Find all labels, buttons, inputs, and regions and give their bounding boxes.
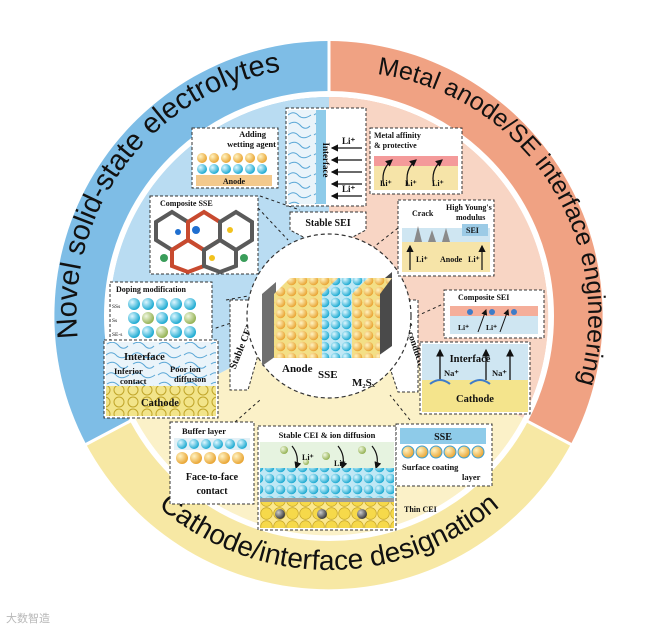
panel-buffer-layer: Buffer layer Face-to-face contact	[169, 421, 255, 505]
metal-affinity-title-1: Metal affinity	[374, 131, 421, 140]
panel-doping: Doping modification SSs Ss SE-s	[109, 281, 213, 351]
coating-spheres	[401, 445, 485, 459]
panel-na-interface: Interface Na⁺ Na⁺ Cathode	[419, 341, 531, 415]
wetting-anode-label: Anode	[223, 177, 246, 186]
coating-surface-label: Surface coating	[402, 462, 459, 472]
doping-spheres	[128, 298, 196, 338]
poor-ion-inferior-1: Inferior	[114, 366, 143, 376]
poor-ion-cathode-label: Cathode	[141, 398, 179, 409]
composite-sse-title: Composite SSE	[160, 199, 213, 208]
panel-composite-sse: Composite SSE	[149, 195, 259, 275]
modulus-li-2: Li⁺	[468, 255, 480, 264]
stable-cei-li-1: Li⁺	[302, 453, 314, 462]
interface-strip-li-1: Li⁺	[342, 136, 356, 146]
modulus-sei-label: SEI	[466, 226, 479, 235]
composite-sei-li-2: Li⁺	[486, 323, 497, 332]
poor-ion-inferior-2: contact	[120, 376, 147, 386]
buffer-face-1: Face-to-face	[186, 472, 239, 483]
doping-label-3: SE-s	[112, 332, 122, 338]
metal-affinity-li-1: Li⁺	[380, 179, 392, 188]
buffer-title: Buffer layer	[182, 426, 226, 436]
doping-label-2: Ss	[112, 318, 117, 324]
panel-interface-strip: Interface Li⁺ Li⁺	[285, 107, 367, 207]
wetting-title-2: wetting agent	[227, 139, 276, 149]
buffer-face-2: contact	[196, 486, 228, 497]
watermark: 大数智造	[6, 612, 50, 625]
metal-affinity-li-2: Li⁺	[405, 179, 417, 188]
modulus-crack-label: Crack	[412, 209, 434, 218]
stable-cei-thin-label: Thin CEI	[404, 505, 437, 514]
wetting-spheres	[197, 153, 267, 174]
panel-surface-coating: SSE Surface coating layer	[395, 423, 493, 487]
metal-affinity-title-2: & protective	[374, 141, 417, 150]
composite-sei-li-1: Li⁺	[458, 323, 469, 332]
center-label-m2sx: M₂Sₓ	[352, 377, 376, 389]
center-battery-illustration: Anode SSE M₂Sₓ	[246, 233, 412, 399]
stable-cei-li-2: Li⁺	[334, 459, 346, 468]
composite-sei-title: Composite SEI	[458, 293, 509, 302]
na-interface-na-1: Na⁺	[444, 368, 459, 378]
doping-title: Doping modification	[116, 285, 187, 294]
poor-ion-poor-1: Poor ion	[170, 364, 201, 374]
label-stable-sei: Stable SEI	[305, 218, 350, 229]
coating-layer-label: layer	[462, 472, 481, 482]
buffer-spheres	[176, 439, 247, 464]
interface-strip-li-2: Li⁺	[342, 184, 356, 194]
interface-strip-label: Interface	[321, 143, 331, 178]
composite-sse-framework	[154, 209, 254, 275]
modulus-title-1: High Young's	[446, 203, 492, 212]
poor-ion-poor-2: diffusion	[174, 374, 206, 384]
center-label-sse: SSE	[318, 369, 338, 381]
inner-ring	[104, 91, 554, 541]
coating-sse-label: SSE	[434, 432, 452, 443]
modulus-title-2: modulus	[456, 213, 485, 222]
panel-youngs-modulus: High Young's modulus Crack SEI Li⁺ Anode…	[397, 199, 495, 277]
doping-label-1: SSs	[112, 304, 120, 310]
panel-wetting-agent: Adding wetting agent Anode	[191, 127, 279, 189]
panel-composite-sei: Composite SEI Li⁺ Li⁺	[443, 289, 545, 339]
panel-poor-ion: Interface Inferior contact Poor ion diff…	[103, 339, 219, 419]
na-interface-cathode-label: Cathode	[456, 394, 494, 405]
modulus-anode-label: Anode	[440, 255, 463, 264]
poor-ion-interface-label: Interface	[124, 352, 165, 363]
na-interface-label: Interface	[450, 354, 491, 365]
wetting-title-1: Adding	[239, 129, 267, 139]
panel-metal-affinity: Metal affinity & protective Li⁺ Li⁺ Li⁺	[369, 127, 463, 195]
center-label-anode: Anode	[282, 363, 313, 375]
modulus-li-1: Li⁺	[416, 255, 428, 264]
panel-stable-cei: Stable CEI & ion diffusion Li⁺ Li⁺ Thin …	[257, 425, 437, 531]
metal-affinity-li-3: Li⁺	[432, 179, 444, 188]
na-interface-na-2: Na⁺	[492, 368, 507, 378]
stable-cei-title: Stable CEI & ion diffusion	[279, 430, 376, 440]
